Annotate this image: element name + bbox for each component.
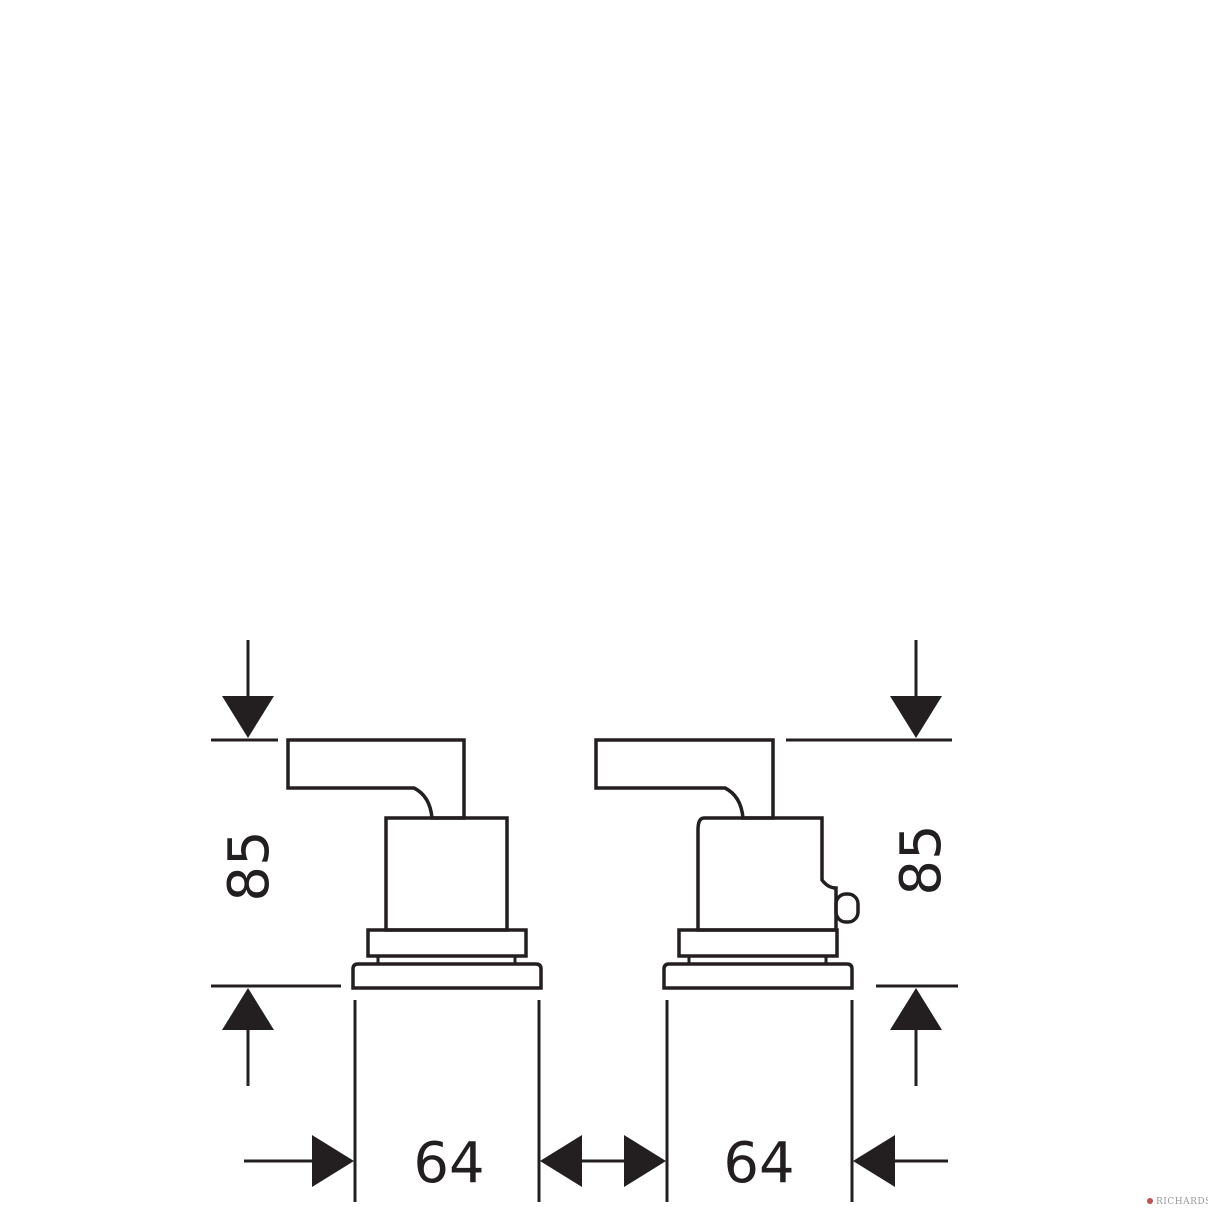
left-height-label: 85 xyxy=(217,830,282,901)
up-arrow-icon xyxy=(222,988,274,1030)
left-height-dimension: 85 xyxy=(211,640,341,1086)
right-valve-handle xyxy=(594,738,860,990)
right-arrow-icon xyxy=(624,1135,666,1187)
right-height-dimension: 85 xyxy=(786,640,958,1086)
left-width-label: 64 xyxy=(413,1131,484,1196)
down-arrow-icon xyxy=(890,696,942,738)
left-arrow-icon xyxy=(853,1135,895,1187)
watermark-text: RICHARDSON xyxy=(1156,1197,1208,1207)
left-valve-handle xyxy=(286,738,543,990)
up-arrow-icon xyxy=(890,988,942,1030)
watermark-logo-icon xyxy=(1147,1198,1153,1204)
right-width-label: 64 xyxy=(723,1131,794,1196)
right-height-label: 85 xyxy=(889,824,954,895)
down-arrow-icon xyxy=(222,696,274,738)
width-dimensions: 64 64 xyxy=(244,1000,948,1202)
watermark: RICHARDSON xyxy=(1147,1197,1208,1207)
right-arrow-icon xyxy=(312,1135,354,1187)
left-arrow-icon xyxy=(540,1135,582,1187)
